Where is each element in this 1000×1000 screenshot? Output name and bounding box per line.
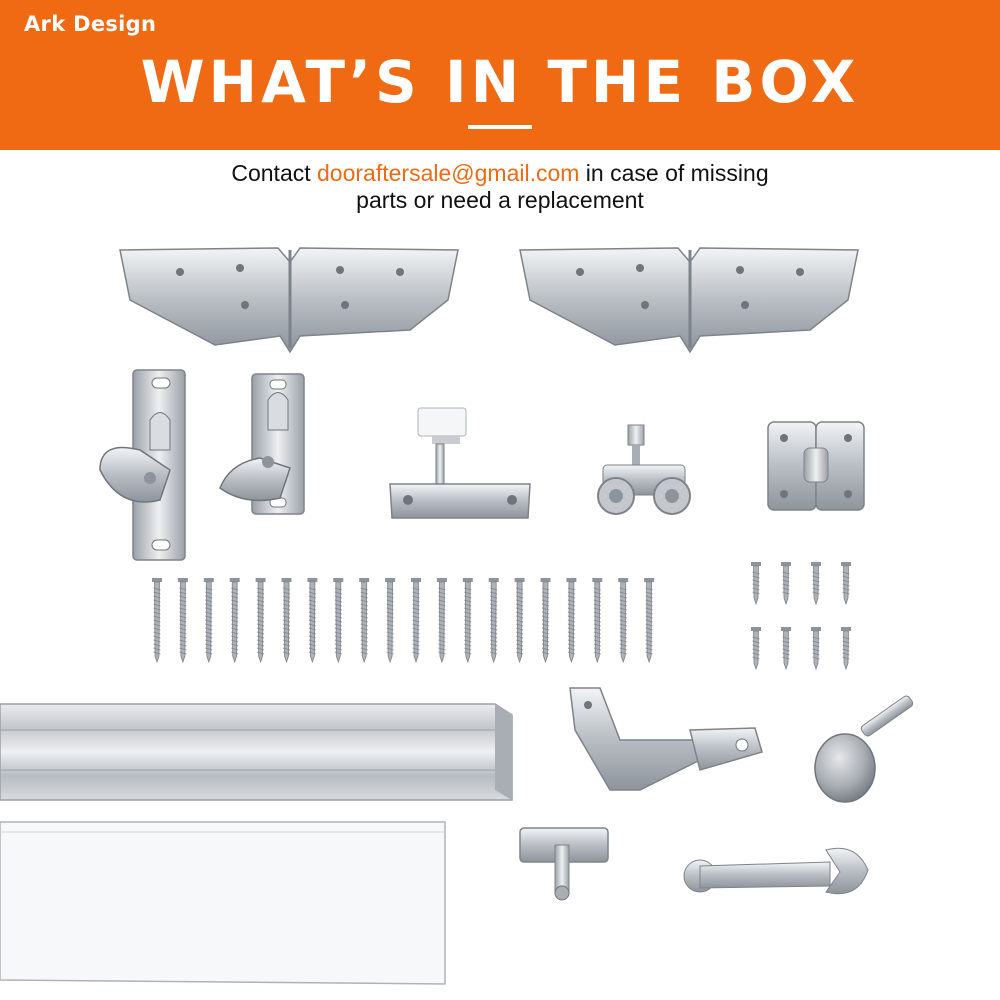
screw: [359, 578, 370, 664]
screw: [255, 578, 266, 664]
screw: [203, 578, 214, 664]
screw: [644, 578, 655, 664]
track-rail: [0, 703, 513, 801]
screw: [841, 627, 851, 671]
screw: [811, 562, 821, 606]
roller-carrier: [597, 424, 691, 515]
screw: [540, 578, 551, 664]
screw: [462, 578, 473, 664]
screw: [781, 627, 791, 671]
title-underline: [468, 125, 532, 129]
door-hinge: [767, 421, 865, 511]
screw: [781, 562, 791, 606]
guide-strip: [0, 821, 446, 985]
screw: [307, 578, 318, 664]
screw: [514, 578, 525, 664]
track-clamp: [519, 827, 609, 901]
adjustable-bracket: [569, 687, 763, 791]
screw: [333, 578, 344, 664]
pivot-bracket-left: [119, 247, 459, 354]
screw: [385, 578, 396, 664]
screw: [152, 578, 162, 664]
door-latch-left: [99, 369, 186, 561]
header-banner: Ark Design WHAT’S IN THE BOX: [0, 0, 1000, 150]
contact-email-link[interactable]: dooraftersale@gmail.com: [317, 160, 580, 186]
contact-notice: Contact dooraftersale@gmail.com in case …: [0, 160, 1000, 214]
contact-line-2: parts or need a replacement: [356, 187, 644, 213]
bottom-pivot-plate: [389, 407, 531, 519]
screw: [488, 578, 499, 664]
screw: [411, 578, 421, 664]
contact-suffix: in case of missing: [579, 160, 769, 186]
long-screws-group: [152, 578, 655, 664]
screw: [751, 627, 761, 671]
contact-prefix: Contact: [231, 160, 318, 186]
door-latch-right: [219, 373, 305, 515]
pivot-bracket-right: [519, 247, 859, 354]
screw: [811, 627, 821, 671]
page-title: WHAT’S IN THE BOX: [140, 48, 860, 116]
short-screws-group: [751, 562, 851, 671]
screw: [177, 578, 188, 664]
screw: [566, 578, 577, 664]
screw: [618, 578, 629, 664]
adjustment-wrench: [683, 847, 869, 895]
door-knob: [814, 695, 914, 803]
screw: [841, 562, 851, 606]
screw: [592, 578, 603, 664]
brand-logo: Ark Design: [24, 12, 157, 36]
screw: [751, 562, 761, 606]
screw: [281, 578, 292, 664]
screw: [229, 578, 240, 664]
screw: [436, 578, 447, 664]
